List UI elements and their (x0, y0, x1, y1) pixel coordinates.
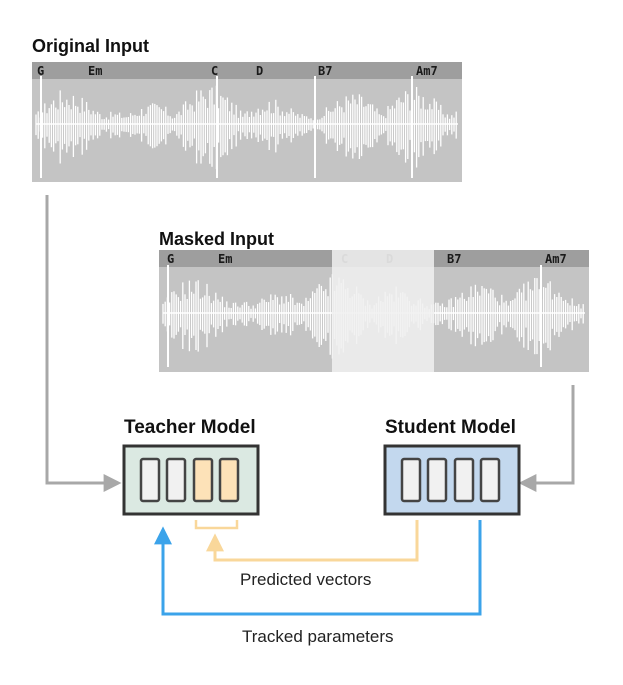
original-to-teacher-arrow (45, 195, 122, 492)
original-chord-em: Em (88, 64, 102, 78)
teacher-slot-1 (139, 457, 161, 503)
student-slot-4 (479, 457, 501, 503)
teacher-slot-2 (165, 457, 187, 503)
masked-chord-em: Em (218, 252, 232, 266)
original-waveform (35, 76, 458, 178)
original-chord-d: D (256, 64, 263, 78)
student-slot-3 (453, 457, 475, 503)
predicted-vectors-arrow (206, 520, 419, 562)
tracked-parameters-label: Tracked parameters (242, 627, 394, 646)
masked-chord-d: D (386, 252, 393, 266)
masked-to-student-arrow (518, 385, 575, 492)
original-chord-b7: B7 (318, 64, 332, 78)
teacher-model-title: Teacher Model (124, 417, 256, 438)
masked-chord-am7: Am7 (545, 252, 567, 266)
student-model-title: Student Model (385, 417, 516, 438)
masked-chord-c: C (341, 252, 348, 266)
student-slot-2 (426, 457, 448, 503)
masked-chord-b7: B7 (447, 252, 461, 266)
original-chord-g: G (37, 64, 44, 78)
original-input-title: Original Input (32, 36, 149, 56)
teacher-slot-3 (192, 457, 214, 503)
teacher-slot-4 (218, 457, 240, 503)
masked-chord-g: G (167, 252, 174, 266)
predicted-vectors-label: Predicted vectors (240, 570, 372, 589)
student-slot-1 (400, 457, 422, 503)
original-chord-bar (32, 62, 462, 79)
predicted-bracket (194, 520, 239, 530)
tracked-parameters-arrow (154, 520, 482, 616)
original-chord-am7: Am7 (416, 64, 438, 78)
masked-input-title: Masked Input (159, 229, 275, 249)
mask-region (332, 250, 434, 372)
original-chord-c: C (211, 64, 218, 78)
